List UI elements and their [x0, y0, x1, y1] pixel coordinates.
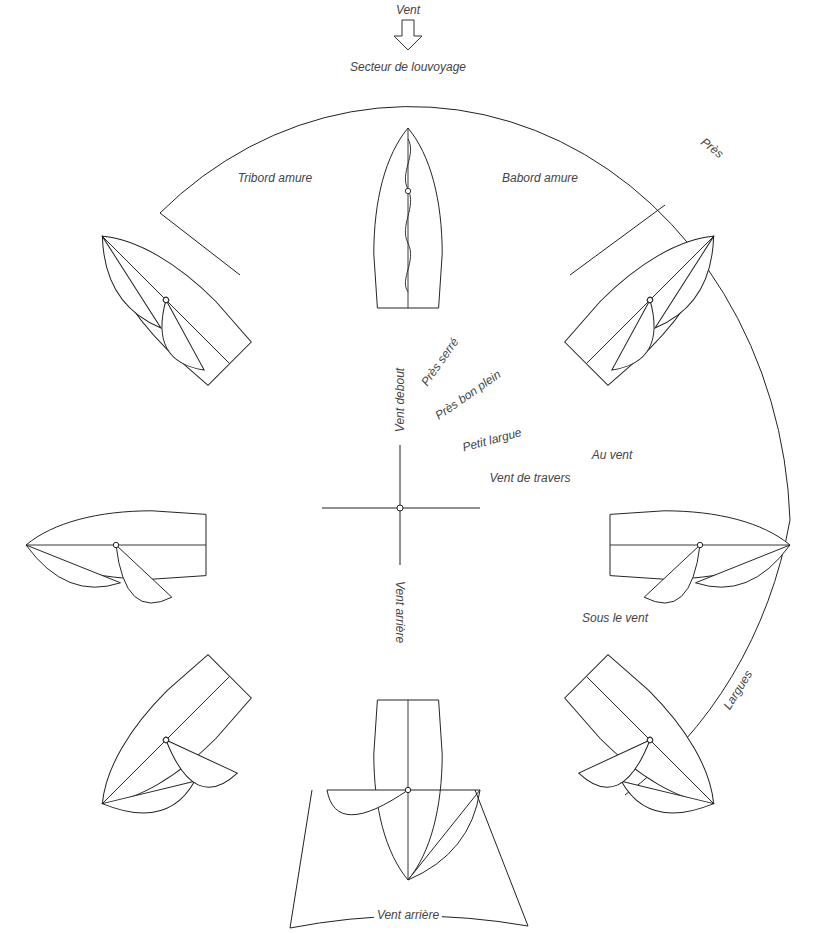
sector-label: Secteur de louvoyage	[347, 60, 469, 74]
course-label: Près bon plein	[432, 367, 503, 423]
course-label: Vent de travers	[490, 471, 571, 485]
course-label: Vent arrière	[393, 581, 407, 643]
course-label: Près serré	[418, 335, 462, 389]
bracket-label: Vent arrière	[374, 908, 442, 922]
arc-label: Largues	[719, 665, 757, 714]
course-label: Petit largue	[461, 425, 523, 455]
side-label: Sous le vent	[582, 611, 648, 625]
tack-label: Babord amure	[502, 171, 578, 185]
side-label: Au vent	[592, 448, 633, 462]
wind-label: Vent	[396, 3, 420, 17]
course-label: Vent debout	[393, 368, 407, 432]
tack-label: Tribord amure	[238, 171, 312, 185]
arc-label: Près	[695, 133, 728, 163]
